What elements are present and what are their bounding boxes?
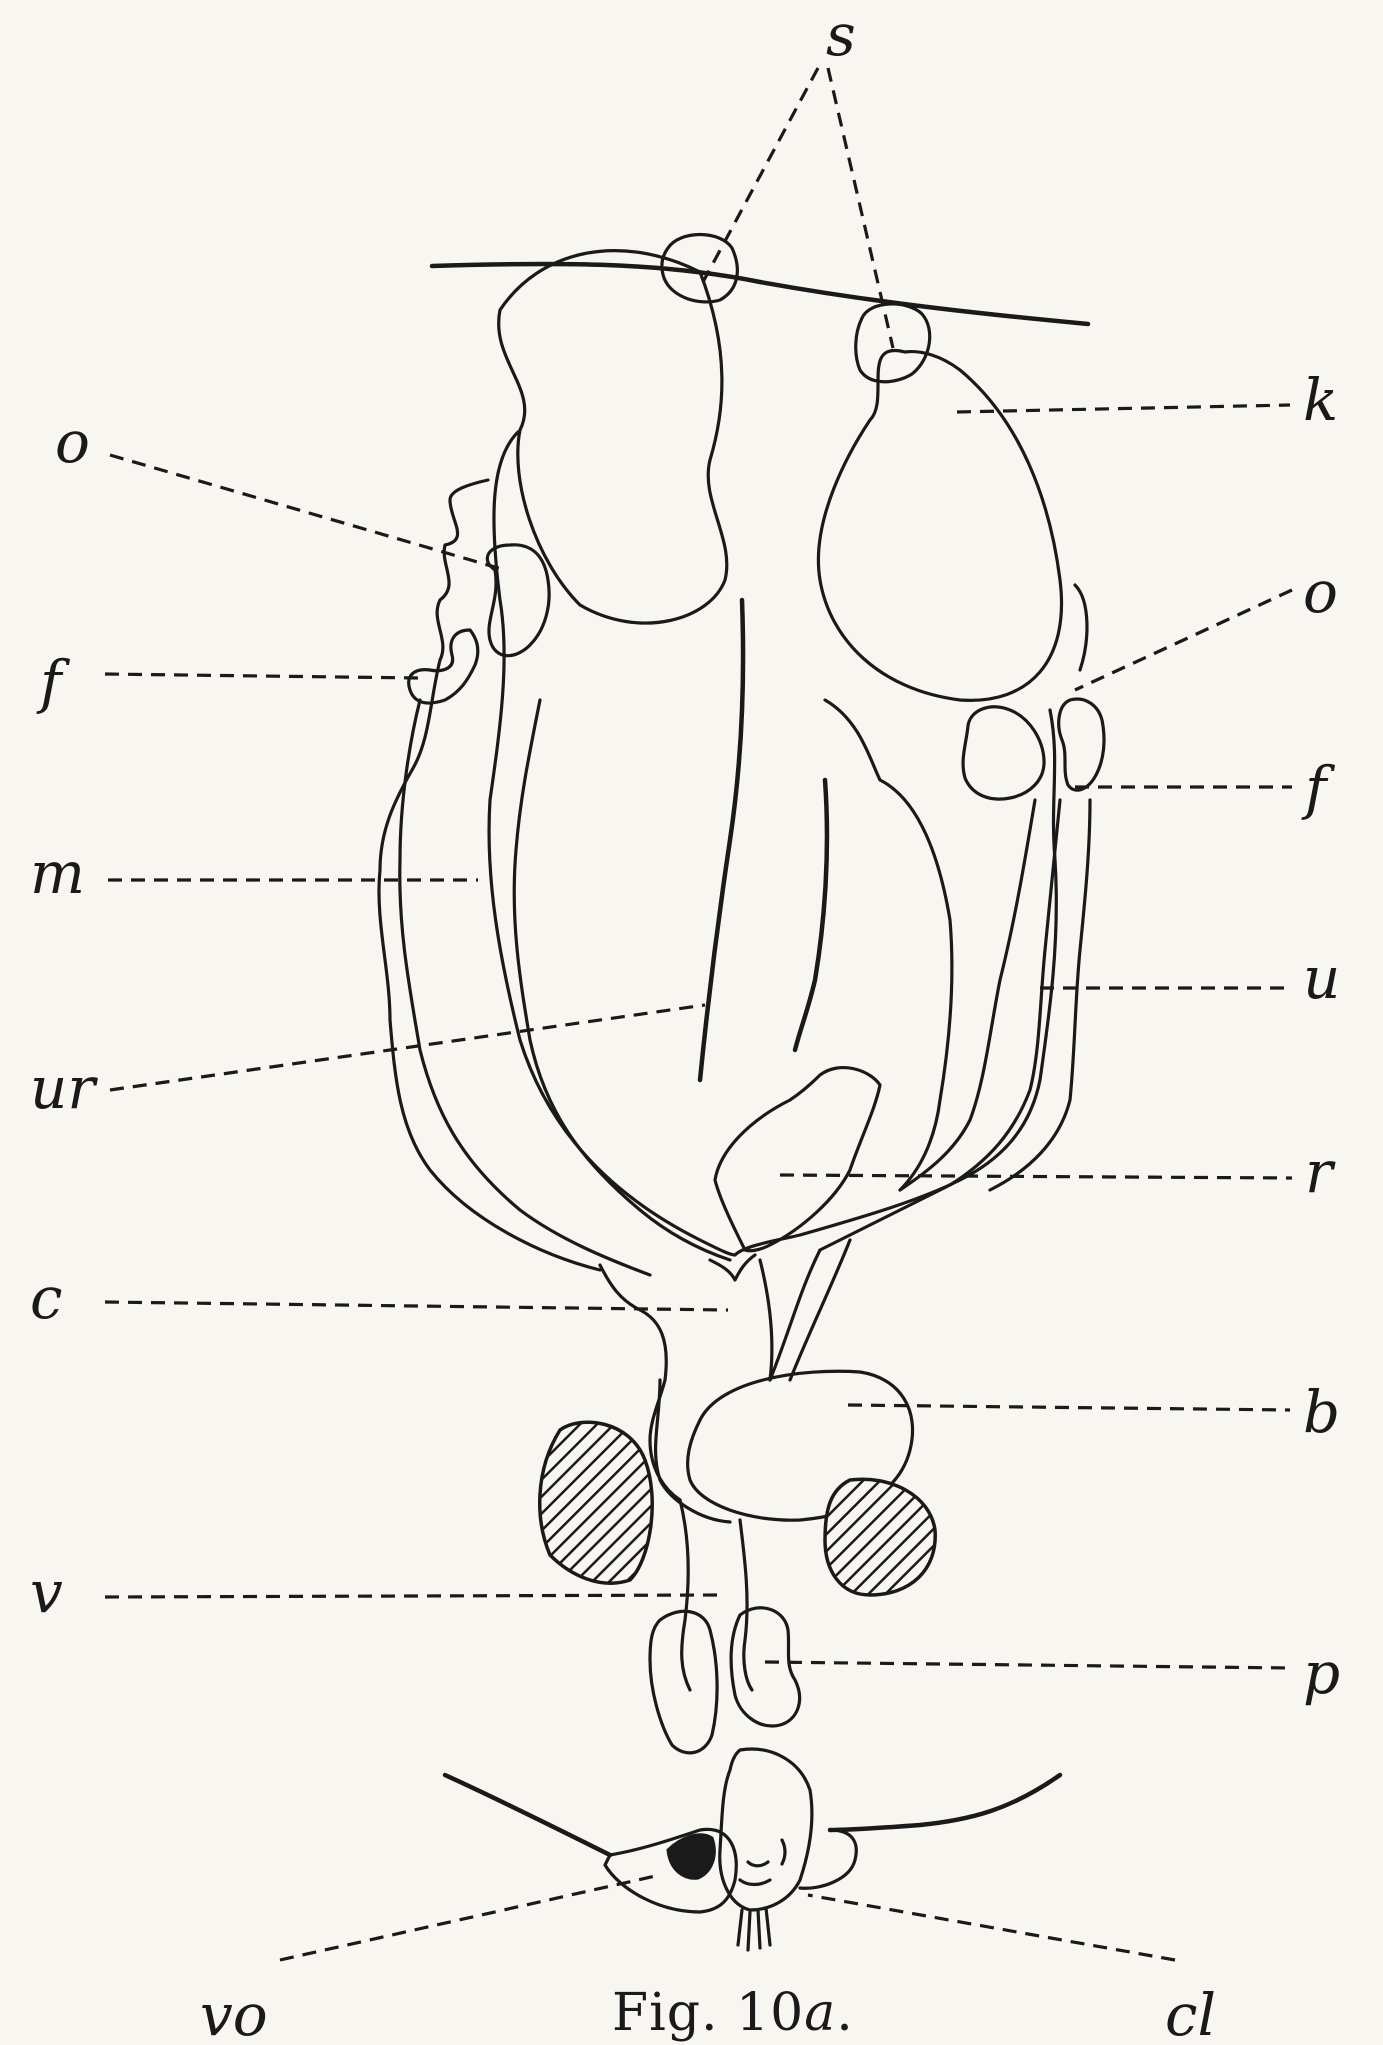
label-c: c	[30, 1264, 62, 1332]
leader-k	[957, 405, 1290, 412]
kidney-right	[818, 350, 1061, 700]
left-duct-inner	[514, 700, 730, 1260]
right-duct-inner	[900, 800, 1035, 1190]
figure-caption: Fig. 10a.	[612, 1983, 854, 2043]
label-s: s	[826, 1, 856, 69]
leader-ur	[110, 1005, 705, 1090]
label-f-right: f	[1301, 754, 1336, 822]
label-u: u	[1303, 944, 1340, 1012]
papilla-right	[731, 1608, 800, 1726]
leader-cl	[808, 1895, 1175, 1960]
label-k: k	[1303, 366, 1338, 434]
vagina-left-inner	[656, 1380, 730, 1522]
neck-oviduct-right	[770, 1240, 850, 1380]
rectum	[715, 1068, 880, 1251]
cloacal-notch	[710, 1255, 755, 1280]
label-b: b	[1303, 1378, 1340, 1446]
leader-o-left	[110, 455, 505, 570]
leader-vo	[280, 1875, 660, 1960]
right-inner-contour	[825, 700, 952, 1190]
right-outer-contour	[990, 585, 1090, 1190]
caption-prefix: Fig. 10	[612, 1983, 804, 2043]
caption-suffix: a	[804, 1983, 836, 2043]
label-cl: cl	[1165, 1981, 1216, 2045]
label-f-left: f	[36, 648, 71, 716]
body-wall-bottom-left	[445, 1775, 610, 1855]
cloaca-bristles	[738, 1908, 770, 1950]
ovary-right	[963, 707, 1044, 799]
ureter-right	[795, 780, 827, 1050]
label-m: m	[30, 839, 85, 907]
body-outline	[489, 432, 1056, 1255]
label-o-left: o	[55, 408, 90, 476]
hatched-mass-right	[825, 1479, 935, 1595]
cloaca-ridges	[740, 1840, 785, 1885]
leader-v	[105, 1595, 718, 1597]
leader-o-right	[1075, 590, 1292, 690]
vent-opening-dark	[668, 1835, 714, 1878]
vagina-right	[740, 1520, 752, 1690]
kidney-left	[499, 251, 727, 623]
ureter-left	[700, 600, 743, 1080]
label-vo: vo	[200, 1981, 268, 2045]
label-o-right: o	[1303, 558, 1338, 626]
label-r: r	[1305, 1138, 1336, 1206]
leader-p	[765, 1662, 1290, 1668]
fimbria-right	[1059, 699, 1104, 790]
neck-right	[760, 1260, 772, 1380]
hatched-mass-left	[540, 1422, 652, 1583]
body-wall-bottom-right	[830, 1775, 1060, 1830]
label-ur: ur	[30, 1054, 98, 1122]
leader-r	[780, 1175, 1292, 1178]
vent-flap-left	[605, 1829, 736, 1912]
label-p: p	[1303, 1639, 1340, 1707]
leader-s-left	[703, 68, 818, 282]
label-v: v	[30, 1558, 63, 1626]
leader-f-left	[105, 674, 418, 678]
body-wall-top	[432, 264, 1088, 324]
leader-b	[848, 1405, 1290, 1410]
caption-end: .	[836, 1983, 854, 2043]
